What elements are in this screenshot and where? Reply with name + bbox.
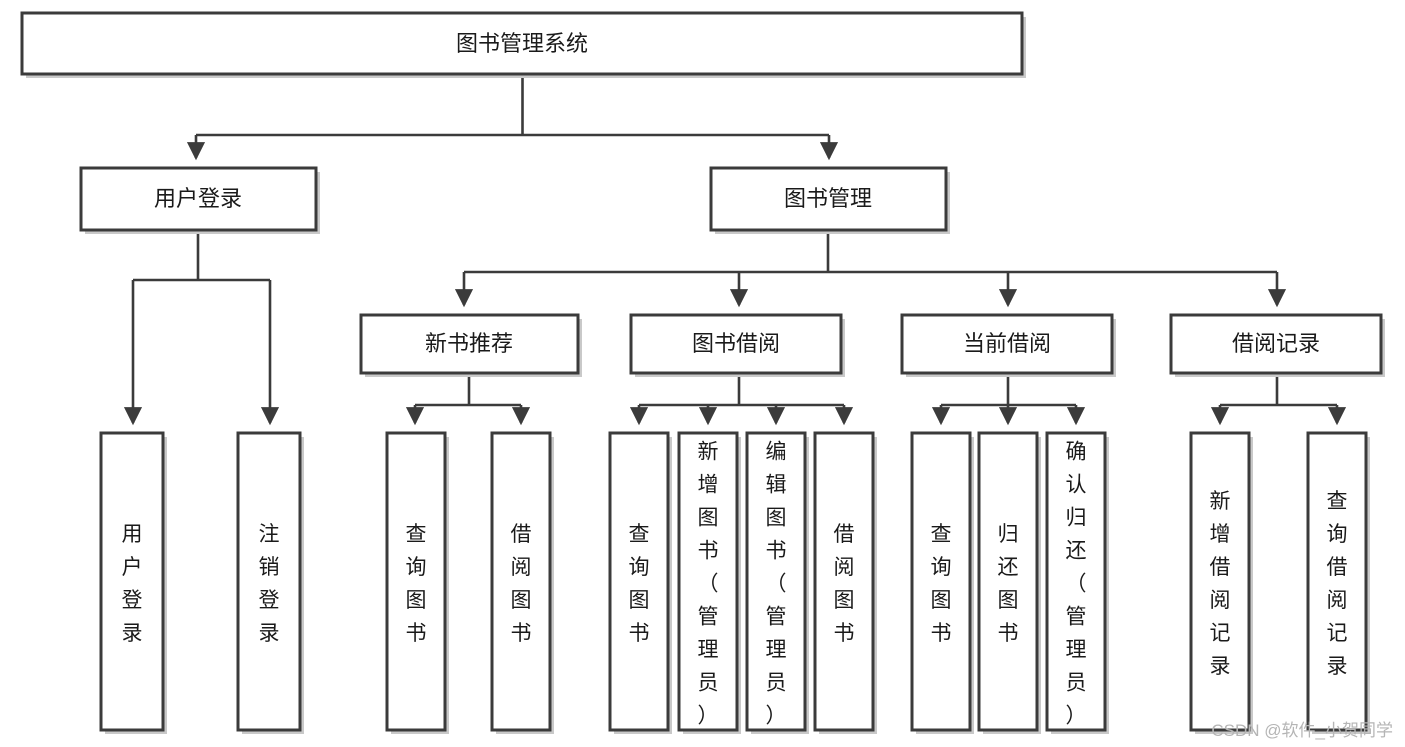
leaf-return-book-label: 归还图书 bbox=[998, 523, 1019, 645]
node-user-login-label: 用户登录 bbox=[154, 186, 242, 211]
node-new-book-rec[interactable]: 新书推荐 bbox=[359, 313, 582, 377]
leaf-borrow-book[interactable]: 借阅图书 bbox=[813, 431, 877, 734]
node-layer: 图书管理系统 用户登录 图书管理 新书推荐 bbox=[20, 11, 1385, 734]
leaf-logout-login-label: 注销登录 bbox=[259, 523, 280, 645]
leaf-edit-book-admin-label: 编辑图书（管理员） bbox=[766, 441, 787, 728]
leaf-borrow-book-rec-label: 借阅图书 bbox=[511, 523, 532, 645]
leaf-return-book[interactable]: 归还图书 bbox=[977, 431, 1041, 734]
node-current-borrow-label: 当前借阅 bbox=[963, 331, 1051, 356]
node-book-manage-label: 图书管理 bbox=[784, 186, 872, 211]
node-new-book-rec-box[interactable] bbox=[359, 313, 580, 375]
leaf-query-book-borrow-box[interactable] bbox=[608, 431, 670, 732]
leaf-logout-login-box[interactable] bbox=[236, 431, 302, 732]
node-current-borrow-box[interactable] bbox=[900, 313, 1114, 375]
node-book-borrow[interactable]: 图书借阅 bbox=[629, 313, 845, 377]
node-root[interactable]: 图书管理系统 bbox=[20, 11, 1026, 78]
node-borrow-record-box[interactable] bbox=[1169, 313, 1383, 375]
leaf-confirm-return-admin-box[interactable] bbox=[1045, 431, 1107, 732]
node-book-manage-box[interactable] bbox=[709, 166, 948, 232]
leaf-query-book-borrow-label: 查询图书 bbox=[629, 523, 650, 645]
leaf-edit-book-admin[interactable]: 编辑图书（管理员） bbox=[745, 431, 809, 734]
node-current-borrow[interactable]: 当前借阅 bbox=[900, 313, 1116, 377]
leaf-add-borrow-record[interactable]: 新增借阅记录 bbox=[1189, 431, 1253, 734]
leaf-user-login[interactable]: 用户登录 bbox=[99, 431, 167, 734]
leaf-query-book-rec-label: 查询图书 bbox=[406, 523, 427, 645]
node-borrow-record-label: 借阅记录 bbox=[1232, 331, 1320, 356]
leaf-add-book-admin-box[interactable] bbox=[677, 431, 739, 732]
node-root-label: 图书管理系统 bbox=[456, 31, 588, 56]
node-book-manage[interactable]: 图书管理 bbox=[709, 166, 950, 234]
leaf-query-book-current[interactable]: 查询图书 bbox=[910, 431, 974, 734]
edge-layer bbox=[123, 78, 1347, 426]
leaf-confirm-return-admin[interactable]: 确认归还（管理员） bbox=[1045, 431, 1109, 734]
leaf-borrow-book-rec-box[interactable] bbox=[490, 431, 552, 732]
leaf-add-borrow-record-label: 新增借阅记录 bbox=[1210, 490, 1231, 678]
leaf-query-borrow-record[interactable]: 查询借阅记录 bbox=[1306, 431, 1370, 734]
leaf-return-book-box[interactable] bbox=[977, 431, 1039, 732]
leaf-logout-login[interactable]: 注销登录 bbox=[236, 431, 304, 734]
leaf-query-book-current-label: 查询图书 bbox=[931, 523, 952, 645]
leaf-add-book-admin-label: 新增图书（管理员） bbox=[698, 441, 719, 728]
leaf-edit-book-admin-box[interactable] bbox=[745, 431, 807, 732]
node-user-login[interactable]: 用户登录 bbox=[79, 166, 320, 234]
leaf-query-book-rec[interactable]: 查询图书 bbox=[385, 431, 449, 734]
leaf-query-borrow-record-box[interactable] bbox=[1306, 431, 1368, 732]
leaf-query-borrow-record-label: 查询借阅记录 bbox=[1327, 490, 1348, 678]
leaf-query-book-current-box[interactable] bbox=[910, 431, 972, 732]
leaf-borrow-book-label: 借阅图书 bbox=[834, 523, 855, 645]
leaf-borrow-book-rec[interactable]: 借阅图书 bbox=[490, 431, 554, 734]
node-user-login-box[interactable] bbox=[79, 166, 318, 232]
leaf-user-login-box[interactable] bbox=[99, 431, 165, 732]
leaf-confirm-return-admin-label: 确认归还（管理员） bbox=[1066, 441, 1087, 728]
node-new-book-rec-label: 新书推荐 bbox=[425, 331, 513, 356]
leaf-add-book-admin[interactable]: 新增图书（管理员） bbox=[677, 431, 741, 734]
node-root-box[interactable] bbox=[20, 11, 1024, 76]
leaf-user-login-label: 用户登录 bbox=[122, 523, 143, 645]
node-book-borrow-box[interactable] bbox=[629, 313, 843, 375]
node-borrow-record[interactable]: 借阅记录 bbox=[1169, 313, 1385, 377]
leaf-borrow-book-box[interactable] bbox=[813, 431, 875, 732]
leaf-query-book-borrow[interactable]: 查询图书 bbox=[608, 431, 672, 734]
leaf-query-book-rec-box[interactable] bbox=[385, 431, 447, 732]
leaf-add-borrow-record-box[interactable] bbox=[1189, 431, 1251, 732]
csdn-watermark: CSDN @软件_小贺同学 bbox=[1211, 721, 1393, 740]
node-book-borrow-label: 图书借阅 bbox=[692, 331, 780, 356]
